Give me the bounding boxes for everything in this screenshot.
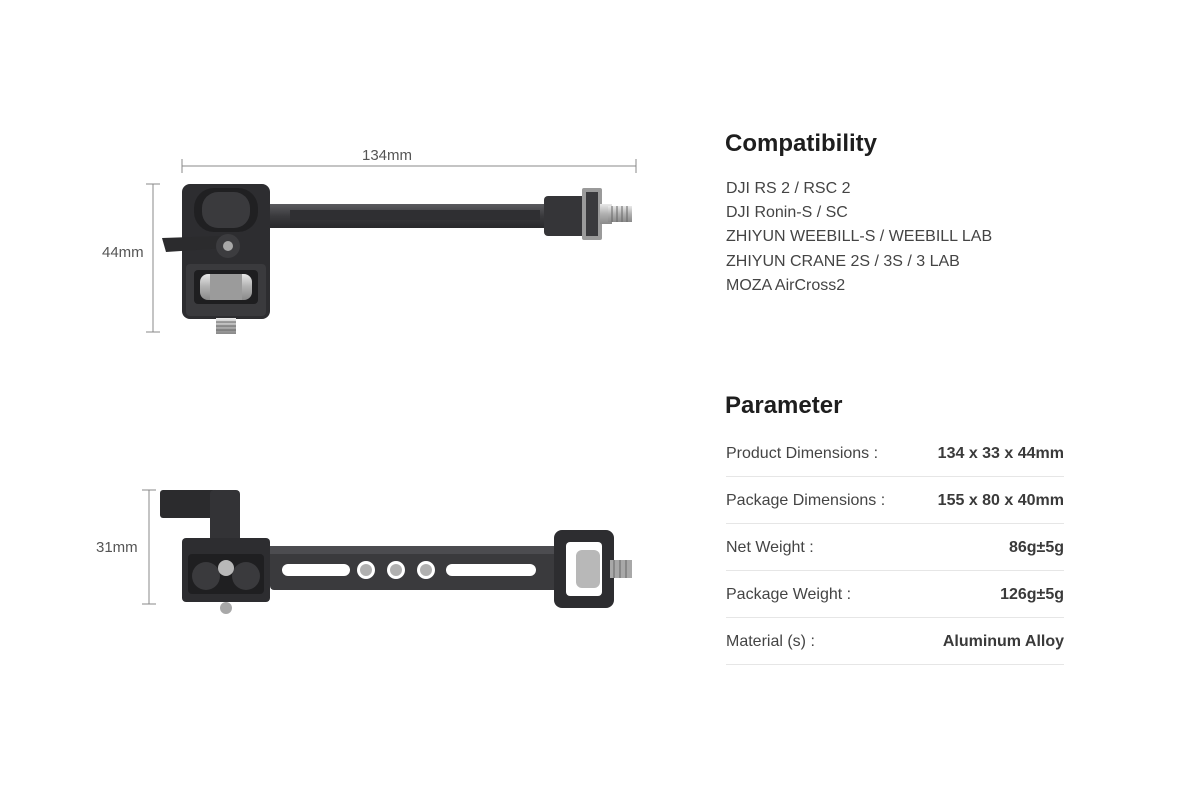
side-height-dimension-line bbox=[142, 489, 156, 605]
table-row: Material (s) : Aluminum Alloy bbox=[726, 618, 1064, 665]
width-dimension-line bbox=[146, 159, 637, 333]
table-row: Net Weight : 86g±5g bbox=[726, 524, 1064, 571]
param-label: Net Weight : bbox=[726, 539, 814, 556]
side-view-figure: 31mm bbox=[90, 480, 660, 620]
param-value: 155 x 80 x 40mm bbox=[937, 492, 1064, 509]
param-value: 134 x 33 x 44mm bbox=[937, 445, 1064, 462]
compatibility-list: DJI RS 2 / RSC 2 DJI Ronin-S / SC ZHIYUN… bbox=[726, 178, 992, 299]
parameter-title: Parameter bbox=[725, 392, 843, 419]
top-view-figure: 134mm 44mm bbox=[90, 140, 660, 350]
product-top-view bbox=[162, 184, 632, 334]
list-item: DJI RS 2 / RSC 2 bbox=[726, 180, 851, 197]
height-dimension-label: 44mm bbox=[102, 244, 144, 261]
param-label: Product Dimensions : bbox=[726, 445, 879, 462]
list-item: MOZA AirCross2 bbox=[726, 276, 846, 294]
list-item: ZHIYUN CRANE 2S / 3S / 3 LAB bbox=[726, 252, 960, 270]
param-value: 86g±5g bbox=[1008, 539, 1064, 556]
width-dimension-label: 134mm bbox=[362, 147, 413, 164]
param-value: Aluminum Alloy bbox=[942, 633, 1064, 650]
param-label: Package Weight : bbox=[726, 586, 852, 603]
param-label: Material (s) : bbox=[726, 633, 815, 650]
table-row: Package Weight : 126g±5g bbox=[726, 571, 1064, 618]
list-item: DJI Ronin-S / SC bbox=[726, 204, 848, 222]
list-item: ZHIYUN WEEBILL-S / WEEBILL LAB bbox=[726, 228, 993, 246]
param-label: Package Dimensions : bbox=[726, 492, 886, 509]
product-side-view bbox=[160, 490, 632, 614]
side-height-dimension-label: 31mm bbox=[96, 539, 138, 556]
parameter-table: Product Dimensions : 134 x 33 x 44mm Pac… bbox=[726, 430, 1064, 665]
compatibility-title: Compatibility bbox=[725, 130, 878, 157]
table-row: Package Dimensions : 155 x 80 x 40mm bbox=[726, 477, 1064, 524]
param-value: 126g±5g bbox=[1000, 586, 1064, 603]
table-row: Product Dimensions : 134 x 33 x 44mm bbox=[726, 430, 1064, 477]
